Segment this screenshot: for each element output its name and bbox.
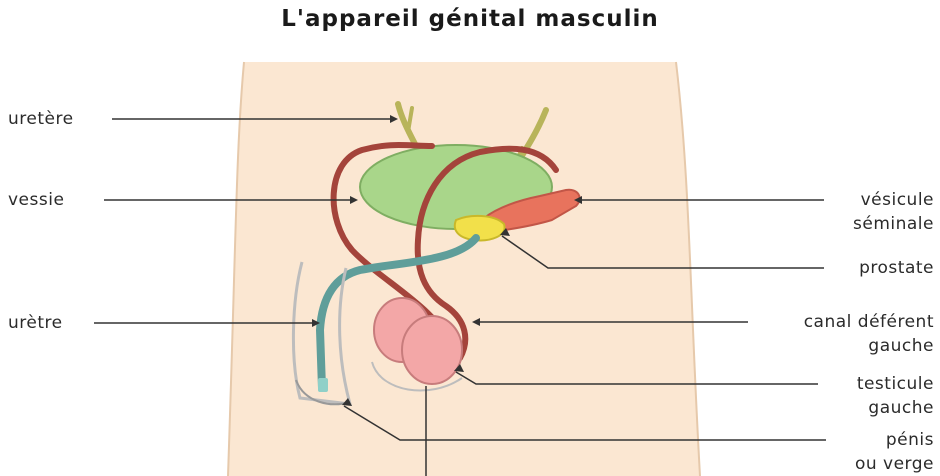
label-vesicule-seminale: vésicule séminale bbox=[853, 188, 934, 236]
label-penis: pénis ou verge bbox=[855, 428, 934, 476]
label-testicule-line2: gauche bbox=[857, 396, 934, 420]
label-canal-line2: gauche bbox=[804, 334, 934, 358]
label-uretre: urètre bbox=[8, 311, 63, 335]
label-canal-deferent: canal déférent gauche bbox=[804, 310, 934, 358]
urethra-tip bbox=[318, 378, 328, 392]
label-vesicule-line2: séminale bbox=[853, 212, 934, 236]
label-prostate: prostate bbox=[859, 256, 934, 280]
testis-left bbox=[402, 316, 462, 384]
label-vesicule-line1: vésicule bbox=[853, 188, 934, 212]
label-testicule-line1: testicule bbox=[857, 372, 934, 396]
label-canal-line1: canal déférent bbox=[804, 310, 934, 334]
label-testicule: testicule gauche bbox=[857, 372, 934, 420]
label-uretere: uretère bbox=[8, 107, 74, 131]
label-penis-line1: pénis bbox=[855, 428, 934, 452]
label-penis-line2: ou verge bbox=[855, 452, 934, 476]
label-vessie: vessie bbox=[8, 188, 64, 212]
